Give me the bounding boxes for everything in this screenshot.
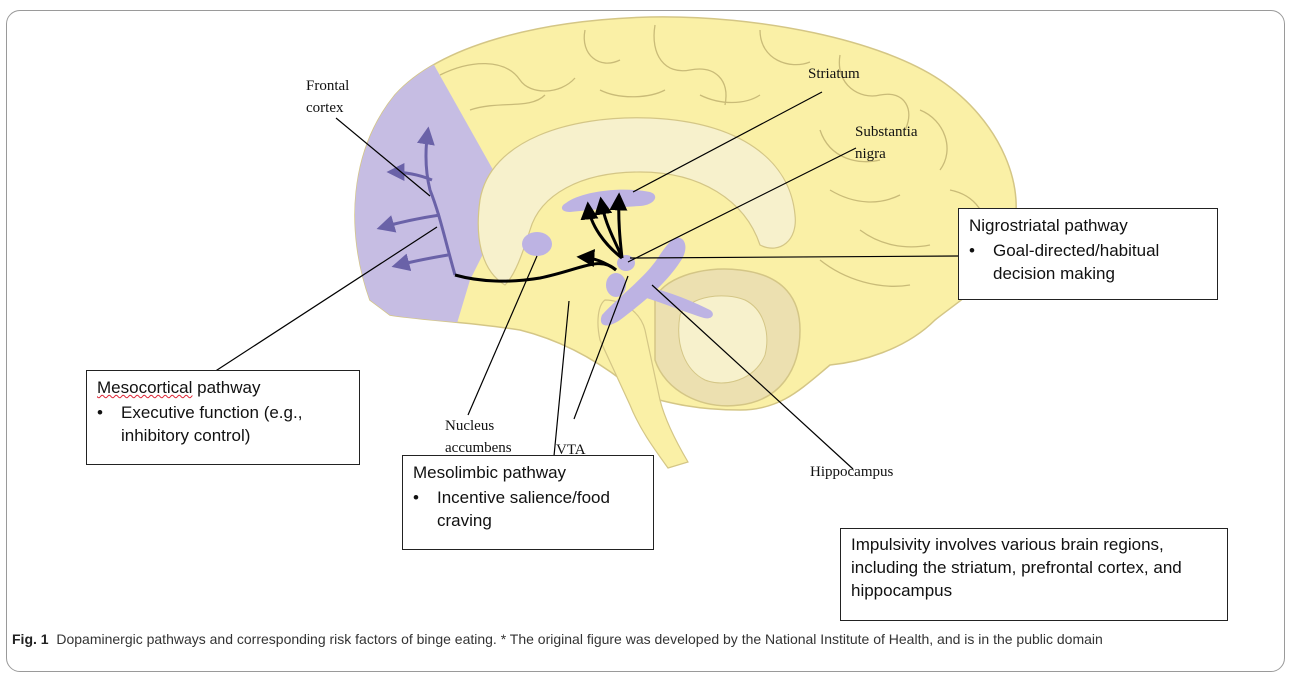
caption-label: Fig. 1	[12, 631, 49, 647]
label-hippocampus: Hippocampus	[810, 464, 893, 480]
mesocortical-title-underlined: Mesocortical	[97, 378, 192, 397]
vta-region	[606, 273, 626, 297]
mesolimbic-title: Mesolimbic pathway	[413, 461, 643, 484]
mesolimbic-box: Mesolimbic pathway Incentive salience/fo…	[402, 455, 654, 550]
figure-caption: Fig. 1 Dopaminergic pathways and corresp…	[12, 629, 1277, 649]
impulsivity-box: Impulsivity involves various brain regio…	[840, 528, 1228, 621]
label-nucleus-accumbens: Nucleus accumbens	[445, 418, 512, 456]
nigrostriatal-title: Nigrostriatal pathway	[969, 214, 1207, 237]
nigrostriatal-box: Nigrostriatal pathway Goal-directed/habi…	[958, 208, 1218, 300]
mesocortical-bullet: Executive function (e.g., inhibitory con…	[121, 401, 349, 447]
mesocortical-title-rest: pathway	[192, 378, 260, 397]
label-striatum: Striatum	[808, 66, 860, 82]
nigrostriatal-list: Goal-directed/habitual decision making	[969, 239, 1207, 285]
label-frontal-cortex: Frontal cortex	[306, 78, 353, 116]
mesolimbic-bullet: Incentive salience/food craving	[437, 486, 643, 532]
mesocortical-box: Mesocortical pathway Executive function …	[86, 370, 360, 465]
nigrostriatal-bullet: Goal-directed/habitual decision making	[993, 239, 1207, 285]
impulsivity-text: Impulsivity involves various brain regio…	[851, 533, 1217, 602]
mesocortical-list: Executive function (e.g., inhibitory con…	[97, 401, 349, 447]
caption-text: Dopaminergic pathways and corresponding …	[56, 631, 1102, 647]
mesocortical-title: Mesocortical pathway	[97, 376, 349, 399]
nucleus-accumbens-region	[522, 232, 552, 256]
mesolimbic-list: Incentive salience/food craving	[413, 486, 643, 532]
